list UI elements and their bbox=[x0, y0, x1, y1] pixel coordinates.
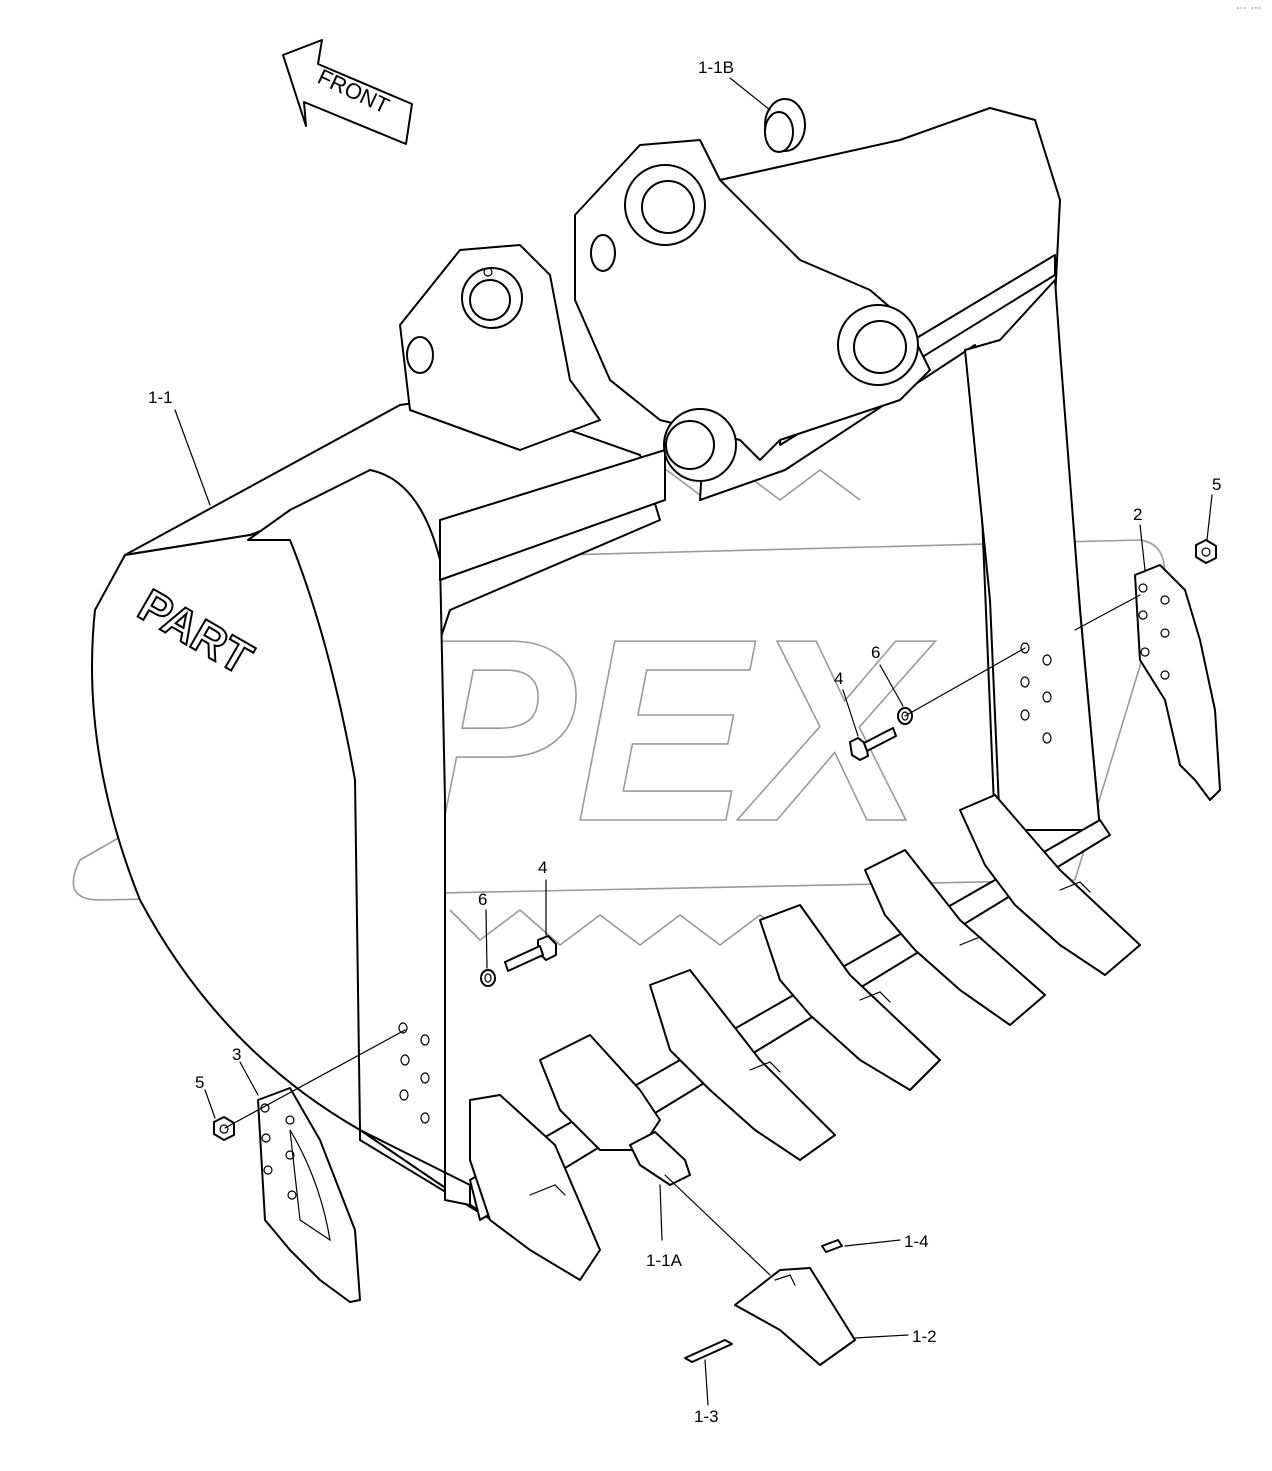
callout-1-2: 1-2 bbox=[912, 1327, 937, 1346]
adapter-1-1A bbox=[629, 1131, 691, 1186]
callout-6-left: 6 bbox=[478, 890, 487, 909]
callout-1-1: 1-1 bbox=[148, 388, 173, 407]
bushing-1-1B bbox=[764, 98, 806, 153]
nut-right bbox=[1195, 539, 1217, 564]
bolt-left bbox=[504, 935, 557, 972]
leader-lines bbox=[174, 77, 1213, 1406]
tooth-5 bbox=[864, 849, 1046, 1026]
front-direction-arrow: FRONT bbox=[282, 39, 413, 145]
tooth-1 bbox=[469, 1094, 601, 1281]
callout-1-4: 1-4 bbox=[904, 1232, 929, 1251]
callout-4-left: 4 bbox=[538, 858, 547, 877]
callout-5-right: 5 bbox=[1212, 475, 1221, 494]
tooth-tip-1-2 bbox=[734, 1267, 856, 1366]
callout-1-3: 1-3 bbox=[694, 1407, 719, 1426]
left-side-cutter bbox=[257, 1087, 361, 1303]
callout-1-1B: 1-1B bbox=[698, 58, 734, 77]
right-side-cutter bbox=[1134, 564, 1221, 801]
tooth-6 bbox=[959, 794, 1141, 976]
callout-4-right: 4 bbox=[834, 669, 843, 688]
washer-left bbox=[480, 969, 496, 987]
callout-6-right: 6 bbox=[871, 643, 880, 662]
callout-2: 2 bbox=[1133, 505, 1142, 524]
lock-1-3 bbox=[684, 1339, 733, 1363]
callout-3: 3 bbox=[232, 1045, 241, 1064]
pin-1-4 bbox=[821, 1239, 843, 1253]
callout-1-1A: 1-1A bbox=[646, 1251, 683, 1270]
nut-left bbox=[213, 1116, 235, 1141]
tooth-3 bbox=[649, 969, 836, 1161]
tooth-4 bbox=[759, 904, 941, 1091]
left-plate-holes bbox=[398, 1022, 430, 1124]
teeth-row bbox=[469, 794, 1141, 1281]
bolt-right bbox=[849, 727, 897, 761]
callout-labels: 1-1B 1-1 2 5 6 4 6 4 3 5 1-1A 1-4 1-2 1-… bbox=[148, 58, 1221, 1426]
callout-5-left: 5 bbox=[195, 1073, 204, 1092]
corner-mark: ᵃᵛᵒ ᵍᵉᵒ bbox=[1236, 6, 1261, 13]
right-plate-holes bbox=[1020, 642, 1052, 744]
